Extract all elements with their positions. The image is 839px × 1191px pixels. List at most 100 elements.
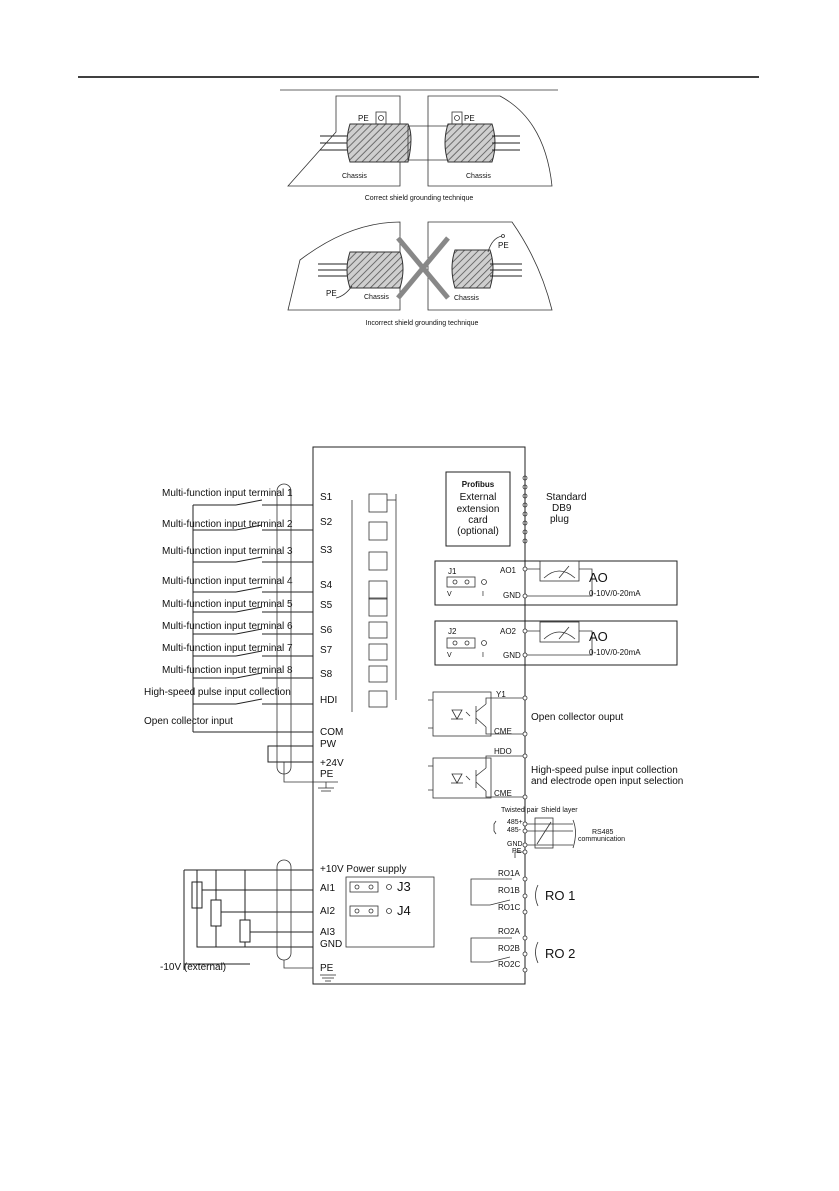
terminal-ai2: AI2 xyxy=(320,906,335,917)
input-optocouplers xyxy=(351,493,397,712)
digital-inputs: Multi-function input terminal 1 Multi-fu… xyxy=(144,483,313,783)
hdo-output-block: HDO CME High-speed pulse input collectio… xyxy=(428,747,683,799)
profibus-line4: (optional) xyxy=(457,526,499,537)
rs485-comm-label: communication xyxy=(578,836,625,843)
terminal-s5: S5 xyxy=(320,600,333,611)
terminal-s1: S1 xyxy=(320,492,333,503)
incorrect-pe-right-label: PE xyxy=(498,241,509,250)
ao1-name: AO xyxy=(589,570,608,585)
terminal-s4: S4 xyxy=(320,580,333,591)
y1-output-block: Y1 CME Open collector ouput xyxy=(428,690,624,737)
external-10v-label: -10V (external) xyxy=(160,962,226,973)
incorrect-pe-left-label: PE xyxy=(326,289,337,298)
input-label-7: Multi-function input terminal 7 xyxy=(162,643,293,654)
terminal-com: COM xyxy=(320,727,343,738)
control-wiring-diagram: Multi-function input terminal 1 Multi-fu… xyxy=(144,446,683,985)
analog-inputs: +10V Power supply AI1 AI2 AI3 GND PE J3 … xyxy=(160,859,435,982)
ao1-block: J1 V I AO1 GND AO 0-10V/0-20mA xyxy=(434,560,678,606)
hdo-description-1: High-speed pulse input collection xyxy=(531,765,678,776)
jumper-j2: J2 xyxy=(448,627,457,636)
input-label-2: Multi-function input terminal 2 xyxy=(162,519,293,530)
ro1c-terminal: RO1C xyxy=(498,903,520,912)
terminal-24v: +24V xyxy=(320,758,344,769)
twisted-pair-label: Twisted pair xyxy=(501,807,539,814)
rs485-label: RS485 xyxy=(592,829,614,836)
y1-terminal: Y1 xyxy=(496,690,506,699)
j1-v-label: V xyxy=(447,591,452,598)
hdo-description-2: and electrode open input selection xyxy=(531,776,683,787)
terminal-s3: S3 xyxy=(320,545,333,556)
ro2a-terminal: RO2A xyxy=(498,927,520,936)
rs485-pe-terminal: PE xyxy=(512,848,522,855)
correct-pe-right-label: PE xyxy=(464,114,475,123)
terminal-gnd: GND xyxy=(320,939,342,950)
terminal-hdi: HDI xyxy=(320,695,337,706)
input-label-3: Multi-function input terminal 3 xyxy=(162,546,293,557)
y1-cme-terminal: CME xyxy=(494,727,512,736)
input-label-hdi: High-speed pulse input collection xyxy=(144,687,291,698)
j2-v-label: V xyxy=(447,652,452,659)
terminal-s2: S2 xyxy=(320,517,333,528)
terminal-pe: PE xyxy=(320,769,334,780)
shield-grounding-figure: PE PE Chassis Chassis Correct shield gro… xyxy=(280,89,558,327)
ao2-block: J2 V I AO2 GND AO 0-10V/0-20mA xyxy=(434,620,678,666)
rs485-block: 485+ 485- GND PE Twisted pair Shield lay… xyxy=(493,807,625,858)
profibus-line3: card xyxy=(468,515,487,526)
hdo-terminal: HDO xyxy=(494,747,512,756)
j2-i-label: I xyxy=(482,652,484,659)
ao2-name: AO xyxy=(589,629,608,644)
terminal-ai3: AI3 xyxy=(320,927,335,938)
db9-plug-label: plug xyxy=(550,514,569,525)
profibus-title: Profibus xyxy=(462,480,495,489)
ao1-range: 0-10V/0-20mA xyxy=(589,589,641,598)
profibus-line2: extension xyxy=(457,504,500,515)
terminal-pe-bottom: PE xyxy=(320,963,334,974)
input-label-8: Multi-function input terminal 8 xyxy=(162,665,293,676)
ao1-gnd-terminal: GND xyxy=(503,591,521,600)
ro1-name: RO 1 xyxy=(545,888,575,903)
terminal-ai1: AI1 xyxy=(320,883,335,894)
ro2-name: RO 2 xyxy=(545,946,575,961)
inverter-box xyxy=(312,446,526,985)
ro1b-terminal: RO1B xyxy=(498,886,520,895)
correct-chassis-left-label: Chassis xyxy=(342,173,367,180)
ro2c-terminal: RO2C xyxy=(498,960,520,969)
terminal-10v-supply: +10V Power supply xyxy=(320,864,406,875)
y1-description: Open collector ouput xyxy=(531,712,624,723)
rs485-pos-terminal: 485+ xyxy=(507,819,523,826)
input-label-4: Multi-function input terminal 4 xyxy=(162,576,293,587)
rs485-gnd-terminal: GND xyxy=(507,841,523,848)
ao2-range: 0-10V/0-20mA xyxy=(589,648,641,657)
left-terminals: S1 S2 S3 S4 S5 S6 S7 S8 HDI COM PW +24V … xyxy=(313,492,344,792)
terminal-s8: S8 xyxy=(320,669,333,680)
correct-caption: Correct shield grounding technique xyxy=(365,195,474,202)
rs485-neg-terminal: 485- xyxy=(507,827,522,834)
j1-i-label: I xyxy=(482,591,484,598)
terminal-s7: S7 xyxy=(320,645,333,656)
correct-chassis-right-label: Chassis xyxy=(466,173,491,180)
ro1a-terminal: RO1A xyxy=(498,869,520,878)
db9-label: DB9 xyxy=(552,503,572,514)
input-label-1: Multi-function input terminal 1 xyxy=(162,488,293,499)
jumper-j1: J1 xyxy=(448,567,457,576)
profibus-card: Profibus External extension card (option… xyxy=(445,471,587,547)
incorrect-chassis-right-label: Chassis xyxy=(454,295,479,302)
db9-standard-label: Standard xyxy=(546,492,587,503)
jumper-j3: J3 xyxy=(397,879,411,894)
terminal-s6: S6 xyxy=(320,625,333,636)
shield-layer-label: Shield layer xyxy=(541,807,578,814)
relay-outputs: RO1A RO1B RO1C RO 1 RO2A RO2B RO2C RO 2 xyxy=(470,869,575,969)
input-label-6: Multi-function input terminal 6 xyxy=(162,621,293,632)
right-terminal-points xyxy=(522,566,528,973)
ao2-terminal: AO2 xyxy=(500,627,517,636)
input-label-open-collector: Open collector input xyxy=(144,716,233,727)
ao2-gnd-terminal: GND xyxy=(503,651,521,660)
input-label-5: Multi-function input terminal 5 xyxy=(162,599,293,610)
incorrect-chassis-left-label: Chassis xyxy=(364,294,389,301)
ao1-terminal: AO1 xyxy=(500,566,517,575)
hdo-cme-terminal: CME xyxy=(494,789,512,798)
jumper-j4: J4 xyxy=(397,903,411,918)
incorrect-caption: Incorrect shield grounding technique xyxy=(366,320,479,327)
terminal-pw: PW xyxy=(320,739,337,750)
